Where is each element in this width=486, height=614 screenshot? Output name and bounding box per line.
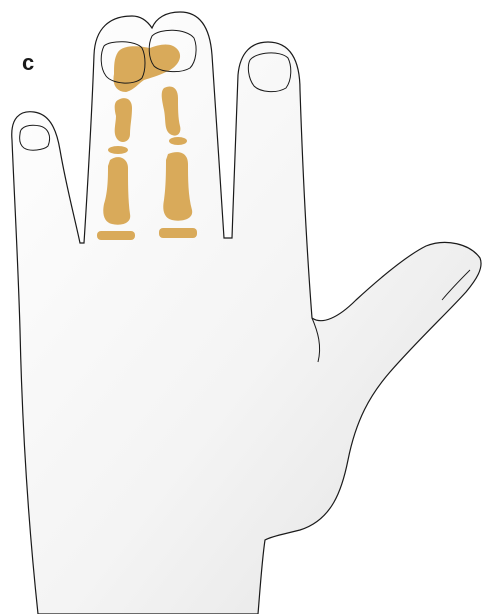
little-finger-nail [19,124,51,151]
left-proximal-phalanx [103,157,131,225]
right-metacarpal-head [159,228,197,238]
left-sesamoid [108,146,128,154]
hand-outline [11,11,482,614]
fused-left-nail [100,41,146,84]
right-proximal-phalanx [163,152,193,221]
left-metacarpal-head [97,231,135,240]
fused-right-nail [148,29,197,73]
left-middle-phalanx [114,98,132,142]
panel-label: c [22,50,35,75]
bone-group [97,44,197,240]
right-middle-phalanx [161,86,181,136]
thenar-crease [311,317,321,363]
index-finger-nail [247,52,292,93]
right-sesamoid [169,137,187,145]
thumb-crease [441,269,471,301]
fused-distal-bone [113,44,181,92]
